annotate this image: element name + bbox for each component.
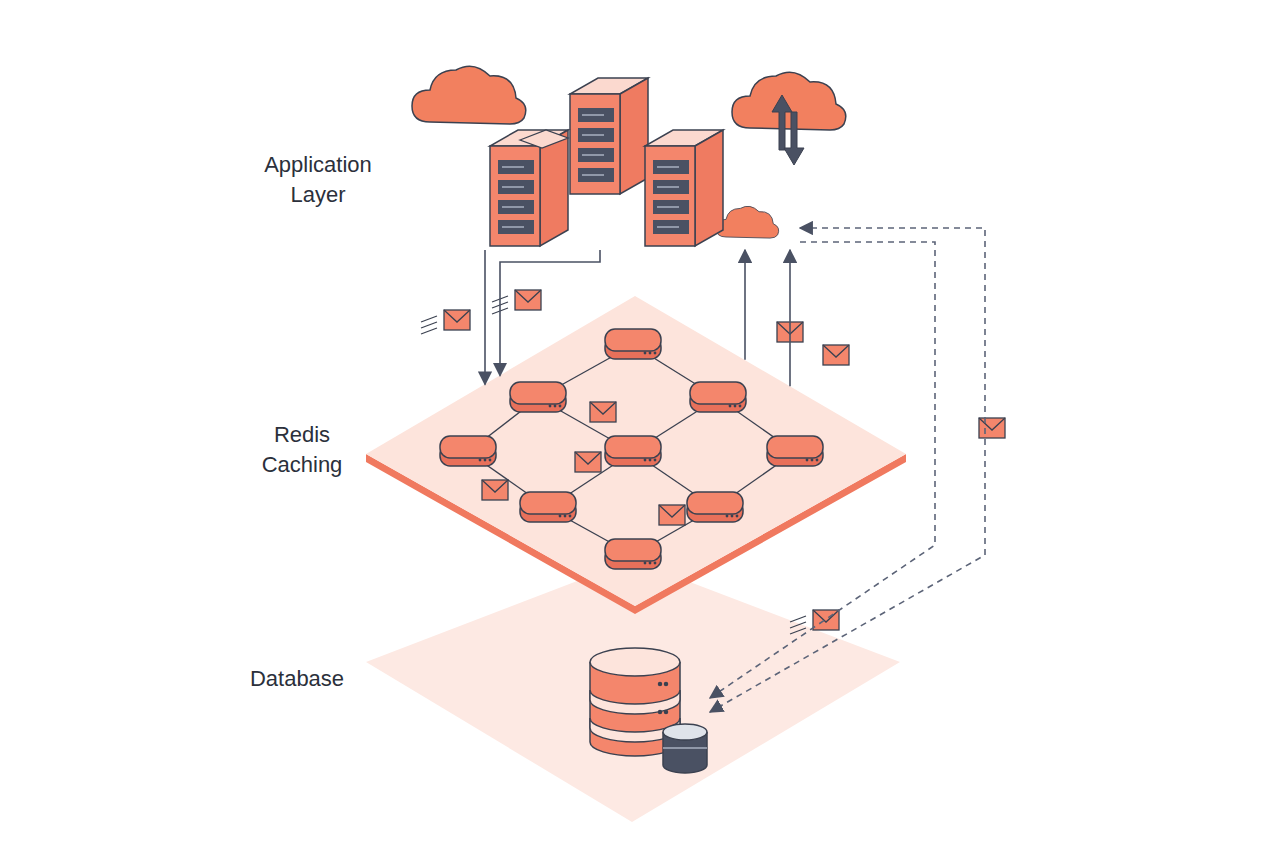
dashed-connector [710,242,935,698]
message-icon [421,290,1005,634]
server-rack [490,78,723,246]
cache-plane [366,296,906,614]
layer-label: Redis Caching [232,420,372,480]
connector-arrow [744,250,746,360]
cloud-icon [412,66,846,238]
layer-label: Application Layer [243,150,393,210]
layer-label: Database [232,664,362,694]
cache-grid [468,345,795,555]
connector-arrow [789,250,791,386]
layer-node: Database [588,644,710,780]
dashed-connector [710,228,985,712]
database-symbol [590,648,707,773]
layer-node: Application Layer [470,80,800,250]
connector-arrow [484,250,486,384]
layer-node: Redis Caching [366,296,906,614]
connector-arrow [500,250,600,376]
cache-node [440,329,823,569]
sync-arrow [772,95,804,165]
